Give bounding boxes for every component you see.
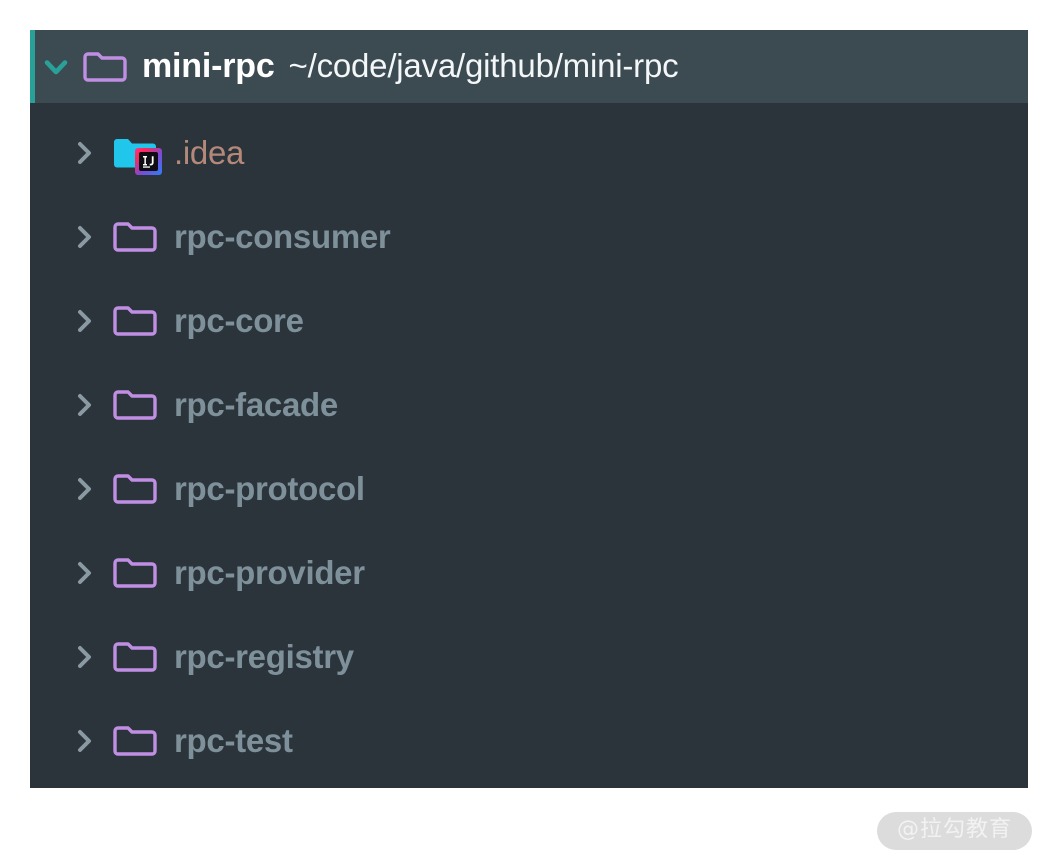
chevron-right-icon[interactable] bbox=[30, 726, 112, 756]
selection-indicator-bar bbox=[30, 30, 35, 103]
chevron-right-icon[interactable] bbox=[30, 390, 112, 420]
tree-row-rpc-provider[interactable]: rpc-provider bbox=[30, 531, 1028, 615]
watermark-badge: @拉勾教育 bbox=[876, 812, 1032, 850]
project-name: mini-rpc bbox=[142, 47, 275, 85]
tree-row-rpc-facade[interactable]: rpc-facade bbox=[30, 363, 1028, 447]
tree-row-rpc-registry[interactable]: rpc-registry bbox=[30, 615, 1028, 699]
root-label-group: mini-rpc ~/code/java/github/mini-rpc bbox=[142, 47, 678, 86]
chevron-down-icon[interactable] bbox=[30, 50, 82, 84]
tree-row-idea[interactable]: .idea bbox=[30, 111, 1028, 195]
tree-item-label: rpc-provider bbox=[174, 554, 365, 591]
tree-children: .idea rpc-consumer bbox=[30, 103, 1028, 783]
folder-icon bbox=[112, 386, 164, 424]
project-tree-panel: mini-rpc ~/code/java/github/mini-rpc bbox=[30, 30, 1028, 788]
tree-item-label: rpc-consumer bbox=[174, 218, 391, 255]
tree-item-label: rpc-protocol bbox=[174, 470, 365, 507]
folder-icon bbox=[112, 470, 164, 508]
tree-item-label: rpc-registry bbox=[174, 638, 354, 675]
folder-icon bbox=[112, 722, 164, 760]
folder-icon bbox=[112, 554, 164, 592]
tree-row-rpc-test[interactable]: rpc-test bbox=[30, 699, 1028, 783]
chevron-right-icon[interactable] bbox=[30, 558, 112, 588]
chevron-right-icon[interactable] bbox=[30, 474, 112, 504]
folder-icon bbox=[112, 638, 164, 676]
tree-item-label: .idea bbox=[174, 134, 245, 171]
folder-icon bbox=[112, 302, 164, 340]
tree-item-label: rpc-core bbox=[174, 302, 304, 339]
tree-item-label: rpc-facade bbox=[174, 386, 338, 423]
tree-item-label: rpc-test bbox=[174, 722, 293, 759]
chevron-right-icon[interactable] bbox=[30, 306, 112, 336]
tree-row-rpc-core[interactable]: rpc-core bbox=[30, 279, 1028, 363]
folder-idea-icon bbox=[112, 134, 164, 175]
tree-row-root[interactable]: mini-rpc ~/code/java/github/mini-rpc bbox=[30, 30, 1028, 103]
tree-row-rpc-consumer[interactable]: rpc-consumer bbox=[30, 195, 1028, 279]
chevron-right-icon[interactable] bbox=[30, 138, 112, 168]
intellij-idea-badge-icon bbox=[135, 148, 162, 175]
chevron-right-icon[interactable] bbox=[30, 642, 112, 672]
folder-icon bbox=[112, 218, 164, 256]
tree-row-rpc-protocol[interactable]: rpc-protocol bbox=[30, 447, 1028, 531]
folder-icon bbox=[82, 48, 128, 86]
chevron-right-icon[interactable] bbox=[30, 222, 112, 252]
project-path: ~/code/java/github/mini-rpc bbox=[288, 47, 679, 84]
